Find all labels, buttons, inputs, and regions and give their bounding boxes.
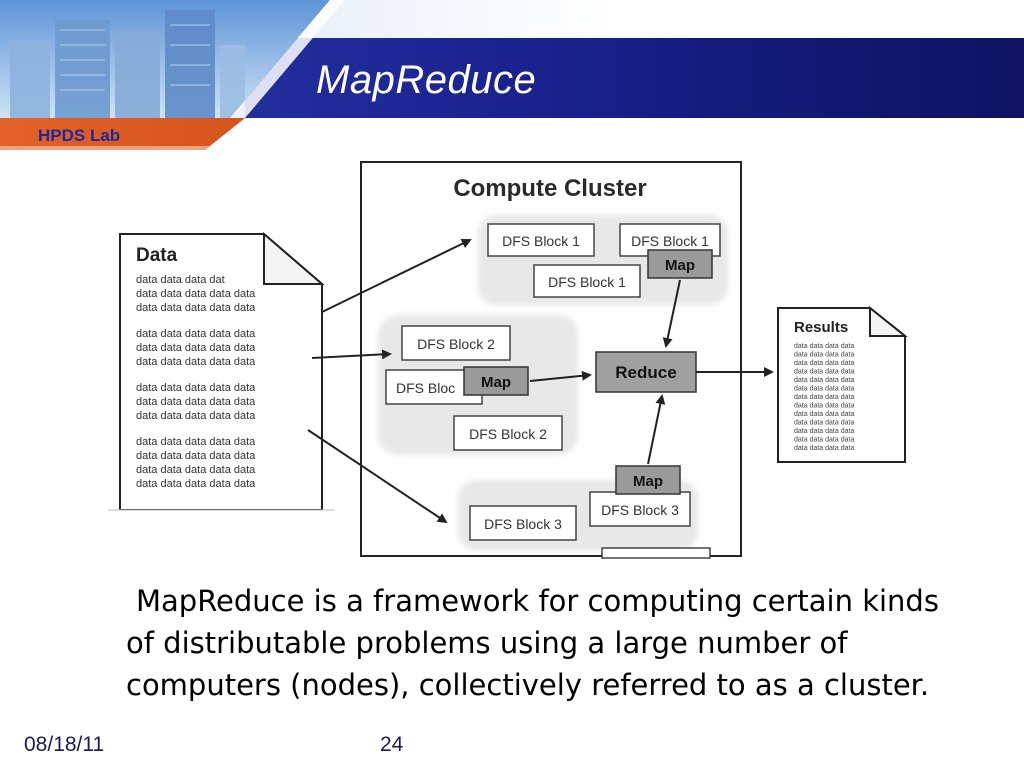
data-document-line: data data data data data — [136, 436, 256, 448]
mapreduce-diagram-svg: Compute Cluster Data data data data dat d… — [108, 161, 908, 559]
dfs-block-3-a — [469, 505, 577, 541]
data-document-line: data data data data data — [136, 342, 256, 354]
dfs-block-2-c-label: DFS Block 2 — [469, 426, 547, 442]
data-document-line: data data data data data — [136, 410, 256, 422]
dfs-group-3: DFS Block 3 DFS Block 3 Map — [458, 465, 711, 559]
data-document-line: data data data data data — [136, 302, 256, 314]
slide-title: MapReduce — [316, 58, 537, 102]
compute-cluster-title: Compute Cluster — [453, 175, 646, 202]
data-document-line: data data data dat — [136, 274, 225, 286]
results-document-line: data data data data — [794, 343, 854, 350]
arrow-map1-to-reduce — [662, 279, 681, 348]
reduce-box-label: Reduce — [615, 363, 676, 382]
slide-header: MapReduce HPDS Lab — [0, 0, 1024, 150]
data-document-line: data data data data data — [136, 288, 256, 300]
results-document-line: data data data data — [794, 352, 854, 359]
dfs-block-3-b-label: DFS Block 3 — [601, 502, 679, 518]
results-document-title: Results — [794, 319, 848, 336]
data-document-line: data data data data data — [136, 450, 256, 462]
dfs-block-1-c-label: DFS Block 1 — [548, 274, 626, 290]
header-banner — [0, 0, 1024, 150]
data-document-line: data data data data data — [136, 328, 256, 340]
dfs-block-3-a-label: DFS Block 3 — [484, 516, 562, 532]
results-document-line: data data data data — [794, 420, 854, 427]
results-document-line: data data data data — [794, 377, 854, 384]
city-skyline-image — [10, 10, 245, 118]
data-document-line: data data data data data — [136, 478, 256, 490]
dfs-block-1-c — [533, 264, 641, 298]
arrow-data-to-group2 — [311, 349, 392, 360]
dfs-block-2-c — [453, 415, 563, 451]
footer-page-number: 24 — [380, 733, 404, 756]
partial-block — [601, 547, 711, 559]
lab-label: HPDS Lab — [38, 126, 121, 145]
arrow-map3-to-reduce — [647, 394, 666, 465]
data-document-line: data data data data data — [136, 464, 256, 476]
data-document-line: data data data data data — [136, 382, 256, 394]
mapreduce-diagram: Compute Cluster Data data data data dat d… — [108, 160, 910, 560]
map-box-2-label: Map — [481, 374, 511, 391]
results-document-line: data data data data — [794, 394, 854, 401]
dfs-block-1-a — [487, 223, 595, 257]
data-document-line: data data data data data — [136, 396, 256, 408]
reduce-box — [595, 351, 697, 393]
results-document-line: data data data data — [794, 403, 854, 410]
dfs-block-2-a-label: DFS Block 2 — [417, 336, 495, 352]
dfs-block-1-a-label: DFS Block 1 — [502, 233, 580, 249]
arrow-data-to-group3 — [307, 429, 448, 524]
map-box-2 — [463, 366, 529, 396]
arrow-data-to-group1 — [321, 239, 472, 313]
results-document-line: data data data data — [794, 411, 854, 418]
footer-date: 08/18/11 — [24, 733, 105, 756]
map-box-3 — [615, 465, 681, 495]
map-box-1 — [647, 249, 713, 279]
arrow-map2-to-reduce — [529, 370, 592, 382]
dfs-block-2-a — [401, 325, 511, 361]
results-document-line: data data data data — [794, 428, 854, 435]
results-document-line: data data data data — [794, 369, 854, 376]
map-box-1-label: Map — [665, 257, 695, 274]
results-document-line: data data data data — [794, 445, 854, 452]
dfs-group-1: DFS Block 1 DFS Block 1 DFS Block 1 Map — [478, 215, 728, 305]
data-document-line: data data data data data — [136, 356, 256, 368]
data-document-title: Data — [136, 245, 178, 266]
results-document-line: data data data data — [794, 386, 854, 393]
dfs-block-2-b-label: DFS Bloc — [396, 380, 455, 396]
flow-arrows — [307, 239, 774, 524]
map-box-3-label: Map — [633, 473, 663, 490]
dfs-block-1-b-label: DFS Block 1 — [631, 233, 709, 249]
dfs-group-2: DFS Block 2 DFS Bloc DFS Block 2 Map — [378, 315, 578, 455]
body-paragraph: MapReduce is a framework for computing c… — [126, 584, 939, 702]
results-document-line: data data data data — [794, 360, 854, 367]
results-document-line: data data data data — [794, 437, 854, 444]
data-document: Data data data data dat data data data da… — [108, 231, 334, 540]
